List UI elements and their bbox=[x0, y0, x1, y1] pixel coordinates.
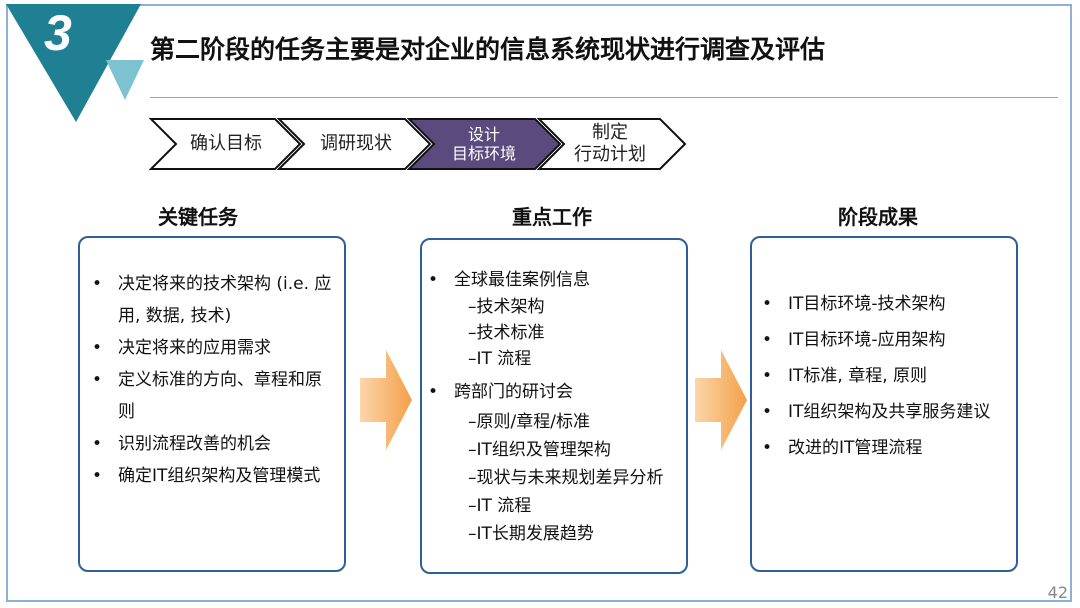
flow-arrow-1 bbox=[360, 350, 412, 450]
step-label-4: 制定 行动计划 bbox=[558, 122, 662, 166]
heading-results: 阶段成果 bbox=[838, 205, 918, 229]
step-label-3-line2: 目标环境 bbox=[451, 144, 516, 163]
step-chevron-1 bbox=[148, 118, 302, 170]
key-work-sub-item: –技术标准 bbox=[468, 323, 545, 343]
key-task-item: 决定将来的技术架构 (i.e. 应 bbox=[92, 268, 348, 300]
key-task-item-cont: 则 bbox=[118, 402, 135, 422]
step-label-4-line1: 制定 bbox=[592, 122, 628, 143]
key-task-item: 决定将来的应用需求 bbox=[92, 332, 348, 364]
key-work-group-title: 跨部门的研讨会 bbox=[428, 376, 690, 408]
step-label-2: 调研现状 bbox=[320, 133, 392, 154]
step-chevron-3 bbox=[406, 118, 562, 170]
page-number: 42 bbox=[1047, 583, 1068, 602]
slide-frame bbox=[6, 4, 1072, 602]
step-label-3: 设计 目标环境 bbox=[432, 125, 536, 163]
key-task-item: 识别流程改善的机会 bbox=[92, 428, 348, 460]
key-work-sub-item: –IT 流程 bbox=[468, 496, 532, 516]
key-tasks-box: 决定将来的技术架构 (i.e. 应 用, 数据, 技术) 决定将来的应用需求 定… bbox=[78, 236, 346, 572]
step-chevron-2 bbox=[276, 118, 432, 170]
slide-number: 3 bbox=[44, 5, 72, 61]
corner-decoration bbox=[6, 4, 144, 122]
flow-arrow-2 bbox=[695, 350, 747, 450]
results-box: IT目标环境-技术架构 IT目标环境-应用架构 IT标准, 章程, 原则 IT组… bbox=[750, 236, 1018, 572]
process-steps bbox=[148, 118, 687, 170]
heading-key-work: 重点工作 bbox=[512, 205, 592, 229]
step-label-1: 确认目标 bbox=[190, 133, 262, 154]
step-label-4-line2: 行动计划 bbox=[574, 144, 646, 165]
title-divider bbox=[150, 97, 1058, 98]
key-work-group-title: 全球最佳案例信息 bbox=[428, 266, 690, 294]
result-item: IT标准, 章程, 原则 bbox=[762, 358, 1020, 394]
page-title: 第二阶段的任务主要是对企业的信息系统现状进行调查及评估 bbox=[150, 35, 826, 64]
step-label-3-line1: 设计 bbox=[467, 125, 500, 144]
key-work-sub-item: –IT长期发展趋势 bbox=[468, 524, 594, 544]
key-task-item: 确定IT组织架构及管理模式 bbox=[92, 460, 348, 492]
key-work-sub-item: –IT组织及管理架构 bbox=[468, 440, 611, 460]
result-item: 改进的IT管理流程 bbox=[762, 430, 1020, 466]
result-item: IT目标环境-应用架构 bbox=[762, 322, 1020, 358]
result-item: IT组织架构及共享服务建议 bbox=[762, 394, 1020, 430]
result-item: IT目标环境-技术架构 bbox=[762, 286, 1020, 322]
key-work-box: 全球最佳案例信息 –技术架构 –技术标准 –IT 流程 跨部门的研讨会 –原则/… bbox=[420, 238, 688, 574]
heading-key-tasks: 关键任务 bbox=[158, 205, 238, 229]
key-task-item: 定义标准的方向、章程和原 bbox=[92, 364, 348, 396]
key-work-sub-item: –现状与未来规划差异分析 bbox=[468, 468, 664, 488]
key-task-item-cont: 用, 数据, 技术) bbox=[118, 306, 232, 326]
key-work-sub-item: –原则/章程/标准 bbox=[468, 412, 590, 432]
key-work-sub-item: –IT 流程 bbox=[468, 349, 532, 369]
key-work-sub-item: –技术架构 bbox=[468, 297, 545, 317]
step-chevron-4 bbox=[536, 118, 687, 170]
